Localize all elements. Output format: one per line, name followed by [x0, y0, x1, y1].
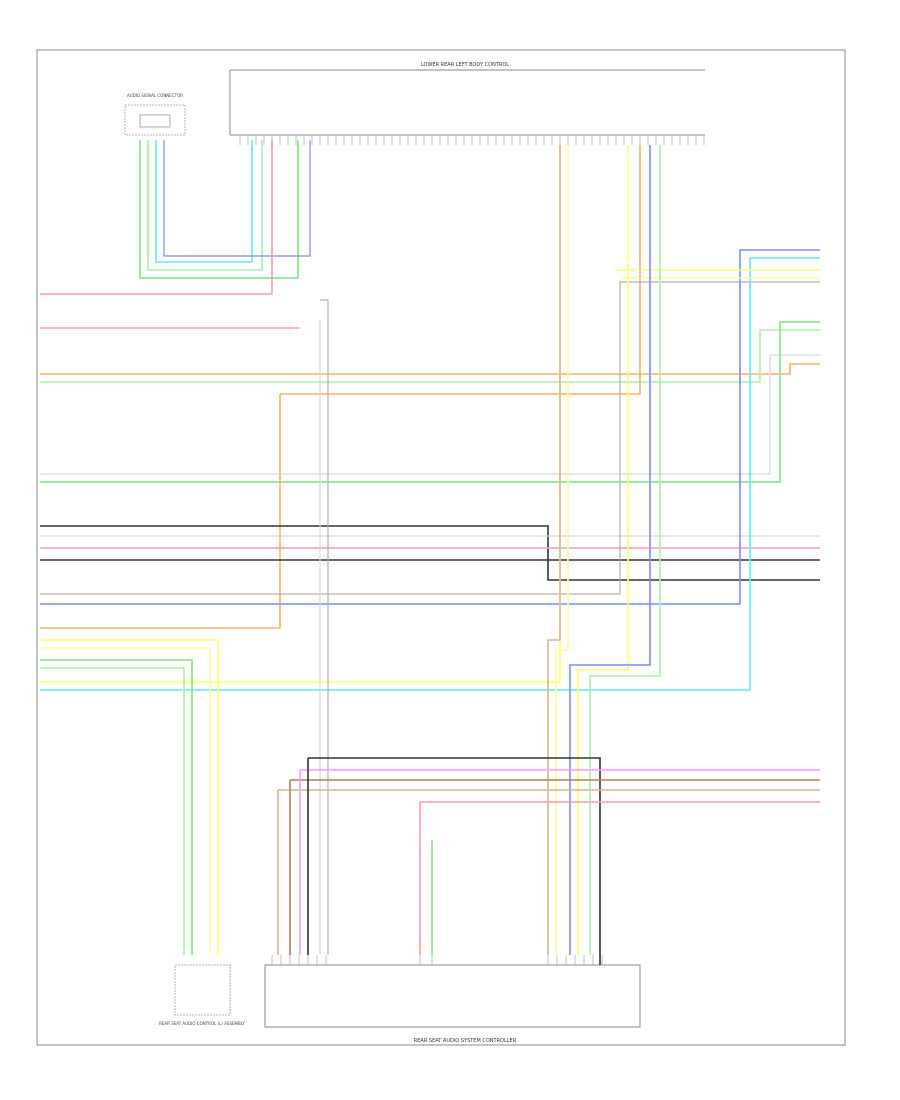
wire-17 — [40, 281, 820, 595]
wire-12 — [40, 321, 820, 483]
wire-27 — [547, 145, 561, 955]
pins-group — [239, 135, 705, 965]
wire-29 — [577, 145, 629, 955]
top-module-title: LOWER REAR LEFT BODY CONTROL — [421, 62, 509, 68]
wire-32 — [320, 299, 329, 955]
rear-module-title: REAR SEAT AUDIO SYSTEM CONTROLLER — [414, 1038, 517, 1044]
left-connector: AUDIO SIGNAL CONNECTOR — [124, 93, 186, 136]
rear-module-body — [264, 964, 641, 1028]
wire-7 — [40, 363, 820, 375]
wire-22 — [40, 647, 211, 955]
wire-1 — [139, 140, 299, 279]
wire-30 — [569, 145, 651, 955]
page-frame — [36, 49, 846, 1046]
wire-8 — [40, 329, 820, 383]
left-connector-body — [124, 104, 186, 136]
wire-9 — [280, 145, 641, 395]
bottom-left-unit-body — [174, 964, 231, 1016]
wire-18 — [40, 249, 820, 605]
bottom-left-unit-label: REAR SEAT AUDIO CONTROL (L) ASSEMBLY — [159, 1021, 245, 1026]
wire-3 — [155, 140, 253, 263]
wire-31 — [589, 145, 661, 955]
wire-5 — [40, 140, 273, 295]
wire-2 — [147, 140, 263, 271]
wire-19 — [40, 257, 820, 691]
bottom-left-unit: REAR SEAT AUDIO CONTROL (L) ASSEMBLY — [159, 964, 245, 1026]
left-connector-plug — [139, 114, 171, 128]
wire-11 — [40, 354, 820, 475]
wire-13 — [40, 525, 820, 581]
wire-24 — [40, 667, 185, 955]
wire-10 — [40, 394, 281, 629]
wire-23 — [40, 659, 193, 955]
top-module: LOWER REAR LEFT BODY CONTROL — [229, 62, 705, 136]
left-connector-label: AUDIO SIGNAL CONNECTOR — [127, 93, 183, 98]
wire-21 — [40, 639, 219, 955]
rear-module: REAR SEAT AUDIO SYSTEM CONTROLLER — [264, 964, 641, 1044]
wire-28 — [555, 145, 569, 955]
wire-4 — [163, 140, 311, 257]
wires-group — [40, 140, 820, 965]
wire-34 — [308, 757, 601, 965]
wire-20 — [40, 145, 561, 683]
